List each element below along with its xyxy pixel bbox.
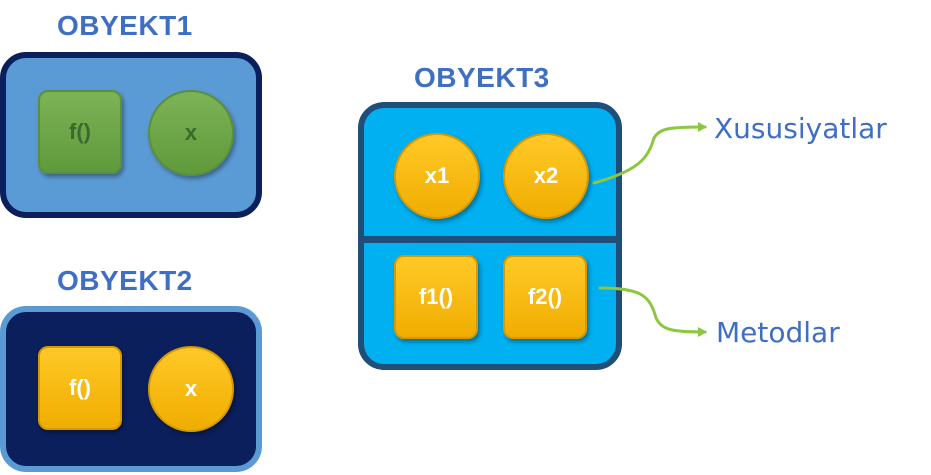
object3-property-x2: x2 [503, 133, 589, 219]
object1-property: x [148, 90, 234, 176]
properties-annotation: Xususiyatlar [714, 112, 887, 145]
object3-divider [364, 236, 616, 243]
object1-method: f() [38, 90, 122, 174]
object3-method-f1: f1() [394, 255, 478, 339]
object2-title: OBYEKT2 [57, 265, 193, 296]
methods-annotation: Metodlar [716, 316, 840, 349]
properties-arrow [592, 122, 707, 185]
object1-title: OBYEKT1 [57, 10, 193, 41]
object3-title: OBYEKT3 [414, 62, 550, 93]
object2-property: x [148, 346, 234, 432]
object2-method: f() [38, 346, 122, 430]
object3-property-x1: x1 [394, 133, 480, 219]
object3-method-f2: f2() [503, 255, 587, 339]
methods-arrow [598, 286, 707, 337]
